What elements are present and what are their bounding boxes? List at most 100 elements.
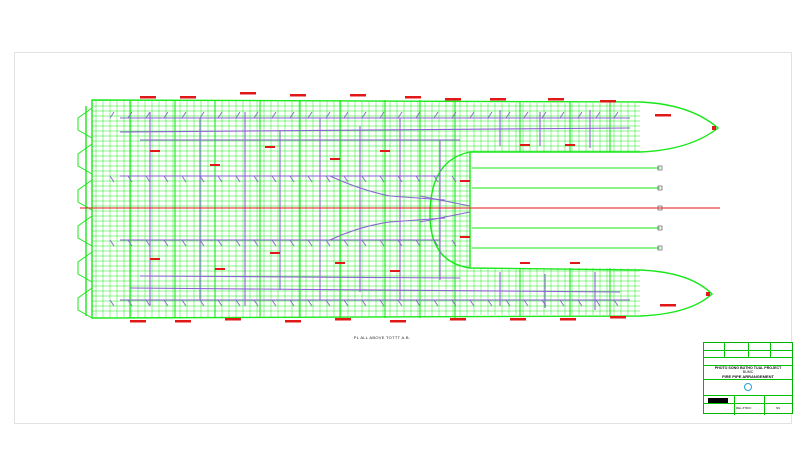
pipe-tag-marker: [150, 150, 160, 152]
pipe-branch: [163, 175, 169, 183]
pipe-branch: [433, 175, 439, 183]
pipe-branch: [181, 175, 187, 183]
pipe-branch: [505, 299, 511, 307]
pipe-branch: [307, 111, 313, 119]
title-block-footer-right: NN: [776, 406, 781, 410]
pipe-branch: [343, 299, 349, 307]
fire-main-pipe: [119, 127, 631, 133]
pipe-branch: [271, 175, 277, 183]
pipe-branch: [109, 111, 115, 119]
deck-end-marker: [657, 165, 663, 171]
pipe-branch: [217, 239, 223, 247]
pipe-branch: [235, 239, 241, 247]
valve-marker: [610, 316, 626, 319]
pipe-branch: [487, 299, 493, 307]
pipe-branch: [595, 299, 601, 307]
pipe-branch: [559, 111, 565, 119]
pipe-branch: [613, 111, 619, 119]
valve-marker: [548, 98, 564, 101]
pipe-tag-marker: [335, 262, 345, 264]
pipe-branch: [469, 299, 475, 307]
hull-line: [91, 99, 720, 319]
pipe-branch: [433, 239, 439, 247]
pipe-branch: [433, 299, 439, 307]
valve-marker: [560, 318, 576, 321]
valve-marker: [130, 320, 146, 323]
pipe-branch: [505, 111, 511, 119]
title-block-title: FIRE PIPE ARRANGEMENT: [722, 374, 774, 379]
pipe-branch: [127, 239, 133, 247]
title-block-footer-left: REL #TRIO: [736, 406, 752, 410]
pipe-branch: [163, 299, 169, 307]
pipe-branch: [253, 239, 259, 247]
pipe-branch: [199, 175, 205, 183]
pipe-tag-marker: [520, 262, 530, 264]
pipe-tag-marker: [270, 252, 280, 254]
valve-marker: [285, 320, 301, 323]
pipe-branch: [325, 111, 331, 119]
fire-main-pipe: [129, 287, 621, 293]
pipe-branch: [325, 239, 331, 247]
valve-marker: [405, 96, 421, 99]
stern-step-line: [77, 107, 93, 139]
pipe-branch: [379, 299, 385, 307]
pipe-branch: [379, 239, 385, 247]
pipe-branch: [487, 111, 493, 119]
pipe-tag-marker: [520, 144, 530, 146]
pipe-tag-marker: [460, 180, 470, 182]
title-block: PHOTO SONG BUTHO TUAL PROJECT BUMC FIRE …: [703, 342, 793, 415]
pipe-branch: [541, 111, 547, 119]
bow-marker: [712, 126, 716, 130]
pipe-branch: [451, 239, 457, 247]
pipe-tag-marker: [215, 268, 225, 270]
valve-marker: [240, 92, 256, 95]
valve-marker: [350, 94, 366, 97]
pipe-branch: [181, 111, 187, 119]
fire-main-pipe: [329, 217, 446, 241]
pipe-branch: [325, 299, 331, 307]
deck-end-marker: [657, 225, 663, 231]
pipe-branch: [343, 111, 349, 119]
pipe-branch: [109, 175, 115, 183]
bow-marker: [706, 292, 710, 296]
pipe-tag-marker: [150, 258, 160, 260]
pipe-branch: [271, 111, 277, 119]
pipe-branch: [199, 111, 205, 119]
pipe-branch: [451, 175, 457, 183]
valve-marker: [510, 318, 526, 321]
pipe-branch: [577, 111, 583, 119]
pipe-tag-marker: [570, 262, 580, 264]
pipe-branch: [433, 111, 439, 119]
pipe-branch: [343, 175, 349, 183]
valve-marker: [600, 100, 616, 103]
fire-main-pipe: [329, 175, 446, 201]
fire-main-pipe: [139, 275, 461, 279]
pipe-branch: [325, 175, 331, 183]
pipe-branch: [109, 299, 115, 307]
pipe-branch: [145, 299, 151, 307]
pipe-branch: [307, 299, 313, 307]
pipe-branch: [361, 111, 367, 119]
valve-marker: [175, 320, 191, 323]
pipe-branch: [541, 299, 547, 307]
valve-marker: [450, 318, 466, 321]
pipe-branch: [343, 239, 349, 247]
pipe-branch: [577, 299, 583, 307]
pipe-branch: [235, 111, 241, 119]
pipe-branch: [271, 299, 277, 307]
title-block-subtitle: BUMC: [742, 370, 754, 374]
frame-grid: [92, 100, 660, 318]
pipe-branch: [217, 299, 223, 307]
valve-marker: [655, 114, 671, 117]
pipe-branch: [379, 175, 385, 183]
pipe-branch: [235, 175, 241, 183]
valve-marker: [490, 98, 506, 101]
pipe-branch: [199, 299, 205, 307]
stern-step-line: [77, 179, 93, 211]
stern-step-line: [77, 215, 93, 247]
pipe-tag-marker: [460, 236, 470, 238]
pipe-branch: [253, 175, 259, 183]
pipe-branch: [595, 111, 601, 119]
pipe-branch: [145, 175, 151, 183]
pipe-branch: [289, 299, 295, 307]
